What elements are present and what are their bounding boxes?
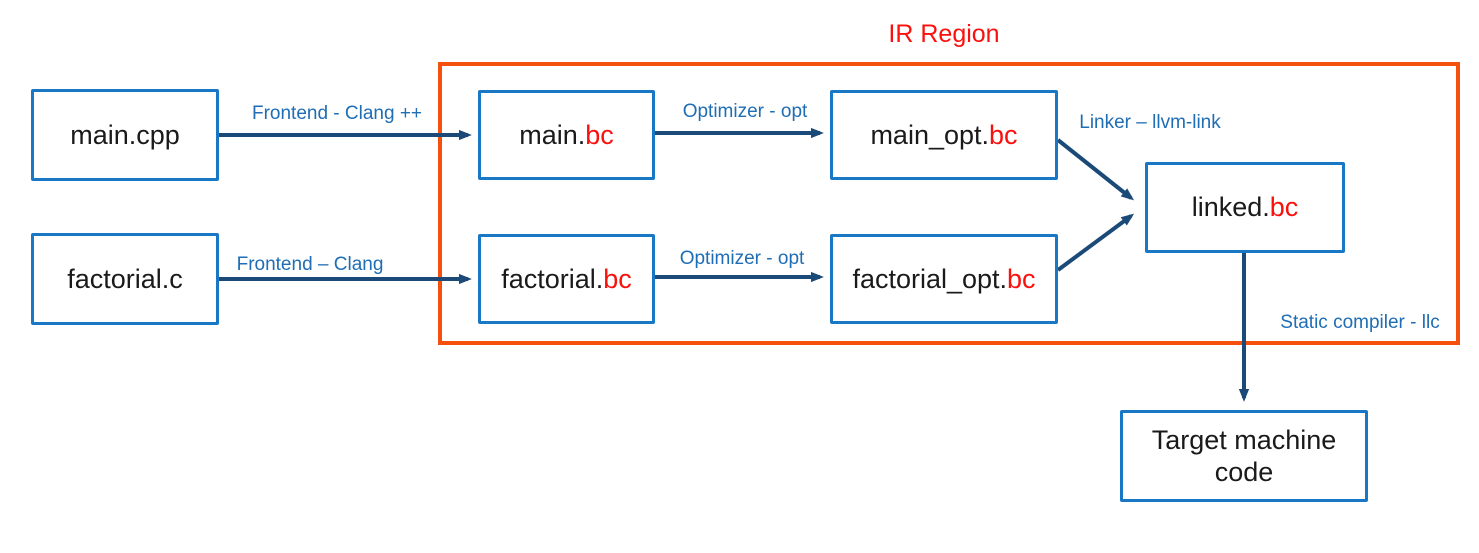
node-factorial-opt-bc: factorial_opt.bc	[830, 234, 1058, 324]
edge-label-optimizer-opt-bottom: Optimizer - opt	[679, 248, 805, 269]
node-label-suffix: bc	[989, 119, 1018, 150]
node-factorial-bc: factorial.bc	[478, 234, 655, 324]
edge-label-frontend-clang: Frontend – Clang	[236, 254, 384, 275]
node-factorial-c: factorial.c	[31, 233, 219, 325]
node-label-text: main_opt.	[870, 119, 990, 150]
node-label-suffix: bc	[1007, 263, 1036, 294]
node-label-text: factorial.	[501, 263, 604, 294]
node-main-bc-label: main.bc	[519, 119, 614, 151]
node-factorial-opt-bc-label: factorial_opt.bc	[852, 263, 1035, 295]
node-label-text: Target machine code	[1151, 424, 1337, 487]
node-label-text: factorial_opt.	[852, 263, 1008, 294]
edge-label-frontend-clang-plusplus: Frontend - Clang ++	[251, 103, 423, 124]
node-label-text: linked.	[1191, 192, 1270, 223]
node-label-text: main.cpp	[70, 119, 180, 150]
node-main-cpp-label: main.cpp	[70, 119, 180, 151]
node-main-opt-bc-label: main_opt.bc	[870, 119, 1017, 151]
edge-label-linker-llvm-link: Linker – llvm-link	[1079, 112, 1221, 133]
node-label-text: main.	[519, 119, 586, 150]
node-label-suffix: bc	[585, 119, 614, 150]
node-main-opt-bc: main_opt.bc	[830, 90, 1058, 180]
node-factorial-c-label: factorial.c	[67, 263, 183, 295]
ir-region-outline	[438, 62, 1460, 345]
node-label-suffix: bc	[1269, 192, 1299, 223]
node-target-machine-code: Target machine code	[1120, 410, 1368, 502]
node-linked-bc-label: linked.bc	[1192, 191, 1299, 223]
edge-label-static-compiler-llc: Static compiler - llc	[1280, 312, 1440, 333]
node-label-suffix: bc	[603, 263, 632, 294]
node-label-text: factorial.c	[67, 263, 183, 294]
node-factorial-bc-label: factorial.bc	[501, 263, 632, 295]
ir-region-title: IR Region	[888, 20, 1000, 48]
node-main-cpp: main.cpp	[31, 89, 219, 181]
edge-label-optimizer-opt-top: Optimizer - opt	[682, 101, 808, 122]
node-main-bc: main.bc	[478, 90, 655, 180]
node-linked-bc: linked.bc	[1145, 162, 1345, 253]
node-target-label: Target machine code	[1131, 424, 1357, 489]
